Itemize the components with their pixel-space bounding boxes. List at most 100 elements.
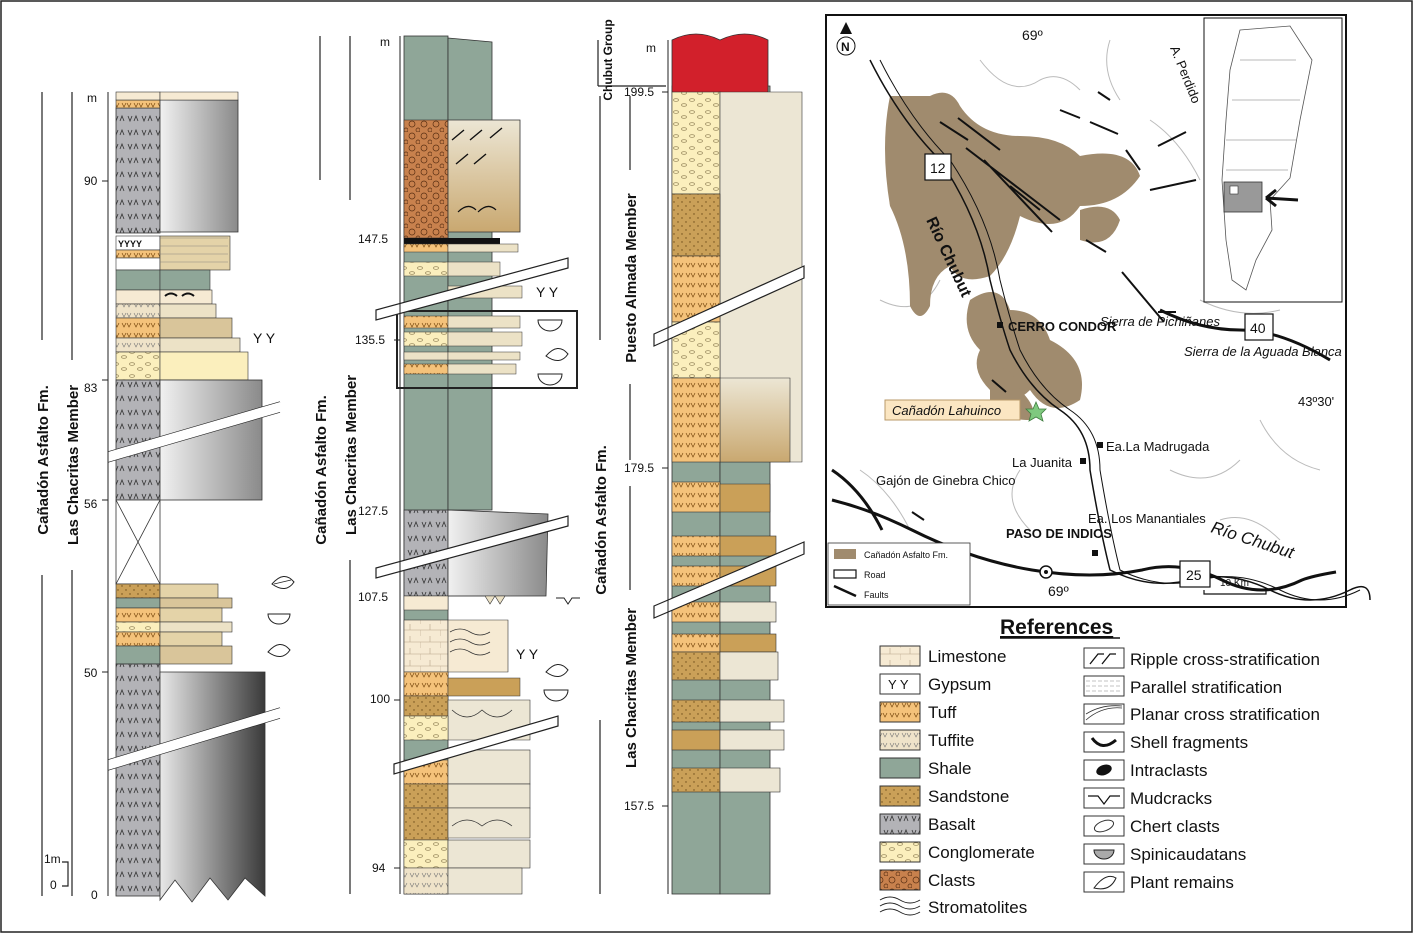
ref-conglomerate: Conglomerate [928,843,1035,862]
ref-plant: Plant remains [1130,873,1234,892]
shell-fragments-icon [1083,731,1125,753]
ref-ripple: Ripple cross-stratification [1130,650,1320,669]
map-legend-formation: Cañadón Asfalto Fm. [864,550,948,560]
spinicaudatan-icon [537,373,563,386]
manantiales-label: Ea. Los Manantiales [1088,511,1206,526]
gypsum-row-col1: YYYY [118,239,142,249]
swatch-clasts [879,869,921,891]
col1-formation-label: Cañadón Asfalto Fm. [35,385,52,534]
paso-de-indios-label: PASO DE INDIOS [1006,526,1112,541]
route-12: 12 [930,160,946,176]
col1-tick-90: 90 [84,174,98,188]
plant-remains-icon [545,348,569,361]
map-lon-top: 69º [1022,27,1043,43]
swatch-tuffite [879,729,921,751]
north-arrow-icon: N [836,22,856,56]
inset-arrow-icon [1265,188,1299,208]
col1-tick-0: 0 [91,888,98,902]
col3-group-label: Chubut Group [601,19,615,100]
plant-remains-icon [267,644,291,657]
spinicaudatan-icon [537,319,563,332]
col1-tick-50: 50 [84,666,98,680]
location-map: N 12 40 25 69º 69º 43º30' Río Chubut Río… [825,14,1371,608]
fault-icon [833,584,857,598]
references-legend: References Limestone Y Y Gypsum Tuff Tuf… [879,616,1320,917]
col3-formation-label: Cañadón Asfalto Fm. [593,445,610,594]
map-legend-faults: Faults [864,590,889,600]
ref-tuffite: Tuffite [928,731,974,750]
inset-chubut-province [1223,181,1263,213]
lahuinco-label: Cañadón Lahuinco [892,403,1001,418]
sierra-pichinanes-label: Sierra de Pichiñanes [1100,314,1220,329]
col3-upper-member-label: Puesto Almada Member [623,193,640,363]
ref-limestone: Limestone [928,647,1006,666]
col2-unit: m [380,35,390,49]
col1-scale-0: 0 [50,878,57,892]
swatch-gypsum [879,673,921,695]
col1-tick-56: 56 [84,497,98,511]
col2-member-label: Las Chacritas Member [343,375,360,535]
stromatolites-icon [879,896,921,916]
swatch-conglomerate [879,841,921,863]
gajon-label: Gajón de Ginebra Chico [876,473,1015,488]
gypsum-symbol-col1: Y Y [253,330,276,346]
column-1: m 90 83 56 50 0 1m 0 Cañadón Asfalto Fm.… [35,91,295,903]
col2-tick-135.5: 135.5 [355,333,385,347]
ref-basalt: Basalt [928,815,976,834]
road-icon [833,569,857,579]
column-3: m 199.5 179.5 157.5 Chubut Group Cañadón… [593,19,805,895]
ref-gypsum: Gypsum [928,675,991,694]
ref-sandstone: Sandstone [928,787,1009,806]
ripple-icon [1083,647,1125,669]
plant-remains-icon [271,576,295,589]
col1-tick-83: 83 [84,381,98,395]
route-40: 40 [1250,320,1266,336]
ref-clasts: Clasts [928,871,975,890]
svg-text:N: N [841,40,850,54]
ref-stromatolites: Stromatolites [928,898,1027,917]
map-scale-label: 10 Km [1220,578,1249,589]
swatch-sandstone [879,785,921,807]
ref-planar: Planar cross stratification [1130,705,1320,724]
swatch-basalt [879,813,921,835]
swatch-limestone [879,645,921,667]
ref-intraclasts: Intraclasts [1130,761,1207,780]
cerro-condor-label: CERRO CONDOR [1008,319,1117,334]
col3-lower-member-label: Las Chacritas Member [623,608,640,768]
ea-madrugada-label: Ea.La Madrugada [1106,439,1210,454]
lahuinco-label-box [884,399,1021,421]
ref-shell: Shell fragments [1130,733,1248,752]
col1-member-label: Las Chacritas Member [65,385,82,545]
map-lat: 43º30' [1298,394,1334,409]
mudcracks-legend-icon [1083,787,1125,809]
swatch-tuff [879,701,921,723]
col3-unit: m [646,41,656,55]
map-lon-bottom: 69º [1048,583,1069,599]
svg-text:Y Y: Y Y [888,677,909,692]
spinicaudatan-icon [267,613,291,625]
route-25: 25 [1186,567,1202,583]
mudcracks-icon [556,597,580,605]
col1-unit: m [87,91,97,105]
swatch-shale [879,757,921,779]
references-title: References [1000,616,1113,639]
map-legend-road: Road [864,570,886,580]
col1-scale-1m: 1m [44,852,61,866]
ref-mudcracks: Mudcracks [1130,789,1212,808]
col2-tick-127.5: 127.5 [358,504,388,518]
map-scale-bar [1203,590,1267,595]
planar-cross-icon [1083,703,1125,725]
col2-tick-94: 94 [372,861,386,875]
gypsum-symbol-col2b: Y Y [516,646,539,662]
spinicaudatan-icon [543,689,569,702]
la-juanita-label: La Juanita [1012,455,1073,470]
col2-tick-100: 100 [370,692,390,706]
column-2: m 147.5 135.5 127.5 107.5 100 94 Cañadón… [313,35,580,895]
ref-shale: Shale [928,759,971,778]
highlight-box [396,310,578,389]
col3-tick-199.5: 199.5 [624,85,654,99]
col1-scale-bar [62,861,69,887]
col2-formation-label: Cañadón Asfalto Fm. [313,395,330,544]
